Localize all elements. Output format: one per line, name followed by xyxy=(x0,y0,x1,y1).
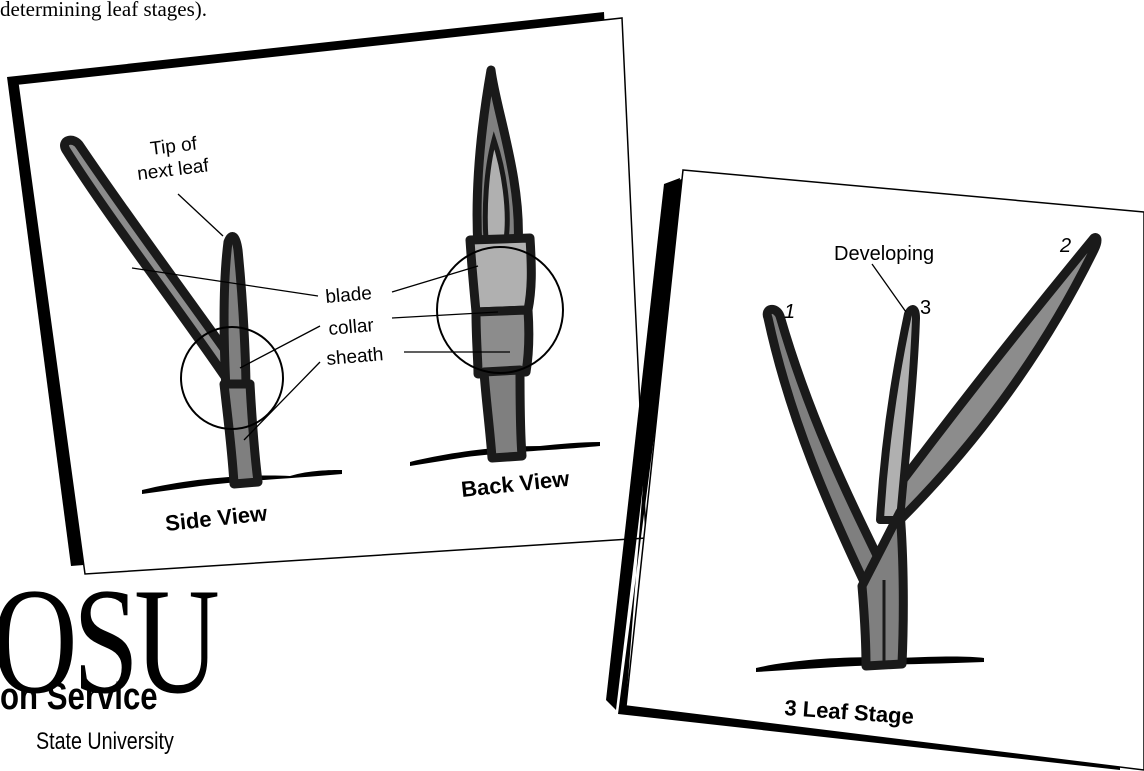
back-sheath xyxy=(476,310,529,374)
back-stem xyxy=(484,370,522,458)
back-blade xyxy=(470,238,531,312)
blade-label: blade xyxy=(325,283,373,308)
logo-line-1: on Service xyxy=(0,676,158,719)
developing-label: Developing xyxy=(834,243,934,265)
leaf-1-number: 1 xyxy=(784,301,795,323)
collar-label: collar xyxy=(328,315,376,340)
left-panel: Tip of next leaf blade collar sheath Sid… xyxy=(7,12,646,574)
logo-line-2: State University xyxy=(36,728,174,756)
side-stem xyxy=(224,384,258,484)
right-panel: Developing 1 2 3 3 Leaf Stage xyxy=(606,170,1144,770)
leaf-2-number: 2 xyxy=(1059,235,1071,257)
leaf-3-number: 3 xyxy=(920,297,931,319)
